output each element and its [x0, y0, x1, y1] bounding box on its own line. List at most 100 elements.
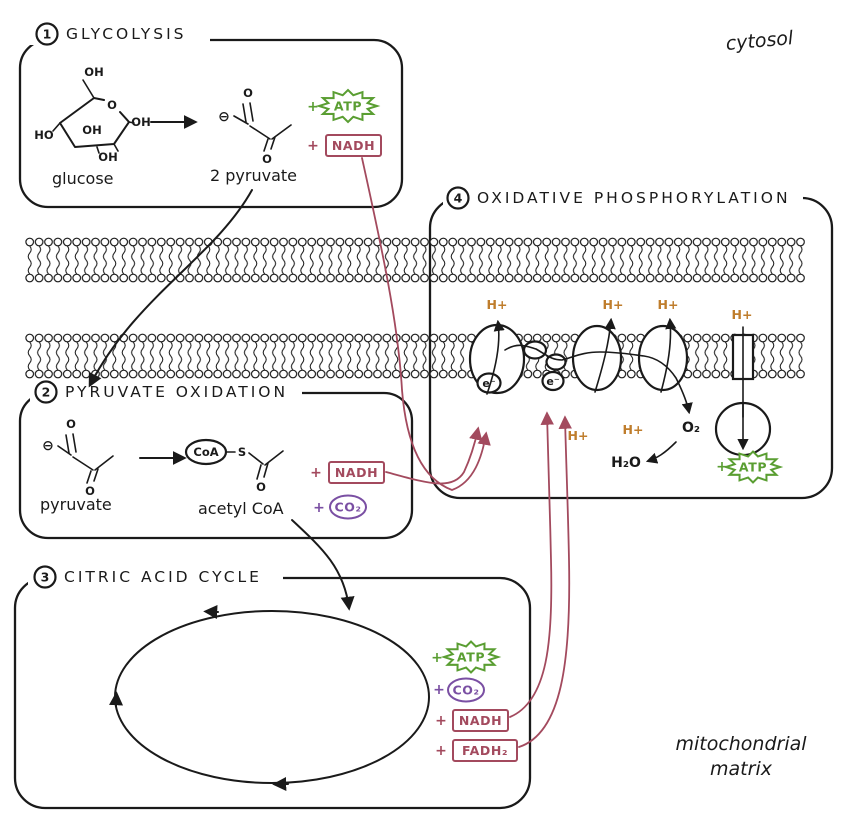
citric-acid-cycle-title-text: CITRIC ACID CYCLE [64, 568, 262, 586]
atp-starburst-icon [440, 640, 502, 674]
coa-label: CoA [193, 445, 218, 459]
pyruvate-o-top: O [243, 86, 253, 100]
co2-circle-icon [447, 677, 485, 703]
glycolysis-title-text: GLYCOLYSIS [66, 25, 187, 43]
glucose-ring-o: O [107, 98, 117, 112]
ubiquinone-blob [522, 340, 548, 360]
pyruvate-oxidation-title-text: PYRUVATE OXIDATION [65, 383, 288, 401]
plus-sign: + [435, 743, 447, 759]
cycle-nadh-badge: + NADH [435, 709, 509, 732]
glucose-oh-right: OH [131, 115, 150, 129]
proton-pump-arrow-3 [660, 317, 677, 393]
complex-3 [571, 324, 623, 392]
o2-label: O₂ [682, 420, 700, 436]
pyruvate-structure-oxidation: ⊖ O O [42, 417, 114, 498]
glucose-ho-left: HO [34, 128, 54, 142]
outer-mitochondrial-membrane [25, 237, 805, 283]
plus-sign: + [716, 459, 728, 475]
glucose-oh-center: OH [82, 123, 101, 137]
acetylcoa-to-cycle-arrow [291, 519, 355, 611]
glycolysis-box [18, 38, 404, 209]
nadh-box-icon [328, 461, 385, 484]
pyruvate-o-top: O [66, 417, 76, 431]
plus-sign: + [313, 500, 325, 516]
fadh2-label: FADH₂ [462, 743, 508, 758]
step-1-circle [35, 22, 59, 46]
plus-sign: + [307, 138, 319, 154]
nadh-label: NADH [335, 465, 378, 480]
step-3-number: 3 [41, 570, 50, 585]
acetyl-coa-label: acetyl CoA [198, 499, 284, 518]
pyruvate-label-oxidation: pyruvate [40, 495, 112, 514]
step-2-circle [34, 380, 58, 404]
atp-starburst-icon [315, 88, 381, 124]
co2-circle-icon [329, 494, 367, 520]
plus-sign: + [431, 650, 443, 666]
hplus-label: H+ [658, 297, 679, 312]
eminus-label-2: e⁻ [546, 375, 559, 388]
electron-carrier-2 [541, 370, 565, 392]
fadh2-box-icon [452, 739, 518, 762]
plus-sign: + [307, 99, 319, 115]
pyruvate-oxidation-title: 2 PYRUVATE OXIDATION [30, 380, 302, 404]
mitochondrial-matrix-label: mitochondrial matrix [675, 733, 807, 780]
nadh-arrow-from-glycolysis [361, 157, 491, 491]
hplus-label: H+ [603, 297, 624, 312]
o2-to-h2o-arrow [645, 441, 677, 464]
glucose-oh-bottom: OH [98, 150, 117, 164]
atp-label: ATP [334, 99, 362, 114]
pyruvate-charge: ⊖ [42, 438, 54, 454]
plus-sign: + [435, 713, 447, 729]
pyruvate-label-glycolysis: 2 pyruvate [210, 166, 297, 185]
co2-label: CO₂ [334, 500, 361, 515]
citric-acid-cycle-title: 3 CITRIC ACID CYCLE [28, 565, 283, 589]
hplus-label: H+ [487, 297, 508, 312]
oxphos-atp-badge: + ATP [716, 450, 784, 484]
nadh-arrow-from-pyruvate-oxidation [385, 426, 483, 485]
fadh2-arrow-from-cycle [518, 415, 573, 748]
plus-sign: + [433, 682, 445, 698]
step-4-circle [446, 186, 470, 210]
atp-starburst-icon [722, 450, 784, 484]
acetyl-o: O [256, 480, 266, 494]
step-2-number: 2 [42, 385, 51, 400]
step-1-number: 1 [43, 27, 52, 42]
pyruvate-structure-glycolysis: ⊖ O O [218, 86, 292, 166]
pyruvate-o-bottom: O [85, 484, 95, 498]
nadh-box-icon [325, 134, 382, 157]
proton-pump-arrow-1 [486, 319, 505, 395]
citric-acid-cycle-circle [109, 604, 430, 792]
complex-4 [637, 324, 689, 392]
co2-label: CO₂ [452, 683, 479, 698]
pyruvate-charge: ⊖ [218, 109, 230, 125]
glycolysis-title: 1 GLYCOLYSIS [30, 22, 210, 46]
hplus-label: H+ [623, 422, 644, 437]
atp-label: ATP [739, 460, 767, 475]
glucose-structure: OH O HO OH OH OH [34, 65, 150, 164]
pyruvate-to-box2-arrow [88, 189, 253, 388]
step-3-circle [33, 565, 57, 589]
pyruvate-o-bottom: O [262, 152, 272, 166]
cycle-fadh2-badge: + FADH₂ [435, 739, 518, 762]
cycle-atp-badge: + ATP [431, 640, 502, 674]
glucose-oh-top: OH [84, 65, 103, 79]
hplus-label: H+ [732, 307, 753, 322]
nadh-arrow-from-cycle [509, 411, 554, 718]
electron-path-arrow [504, 344, 693, 415]
glycolysis-atp-badge: + ATP [307, 88, 381, 124]
electron-carrier-arrows [361, 157, 573, 748]
eminus-label-1: e⁻ [482, 377, 495, 390]
pyruvate-oxidation-nadh-badge: + NADH [310, 461, 385, 484]
glycolysis-nadh-badge: + NADH [307, 134, 382, 157]
cycle-co2-badge: + CO₂ [433, 677, 485, 703]
nadh-box-icon [452, 709, 509, 732]
acetyl-coa-structure: CoA S O [184, 438, 284, 494]
nadh-label: NADH [332, 138, 375, 153]
svg-text:mitochondrial: mitochondrial [675, 733, 807, 755]
step-4-number: 4 [454, 191, 463, 206]
oxidative-phosphorylation-title-text: OXIDATIVE PHOSPHORYLATION [477, 189, 791, 207]
nadh-label: NADH [459, 713, 502, 728]
glucose-label: glucose [52, 169, 114, 188]
atp-label: ATP [457, 650, 485, 665]
